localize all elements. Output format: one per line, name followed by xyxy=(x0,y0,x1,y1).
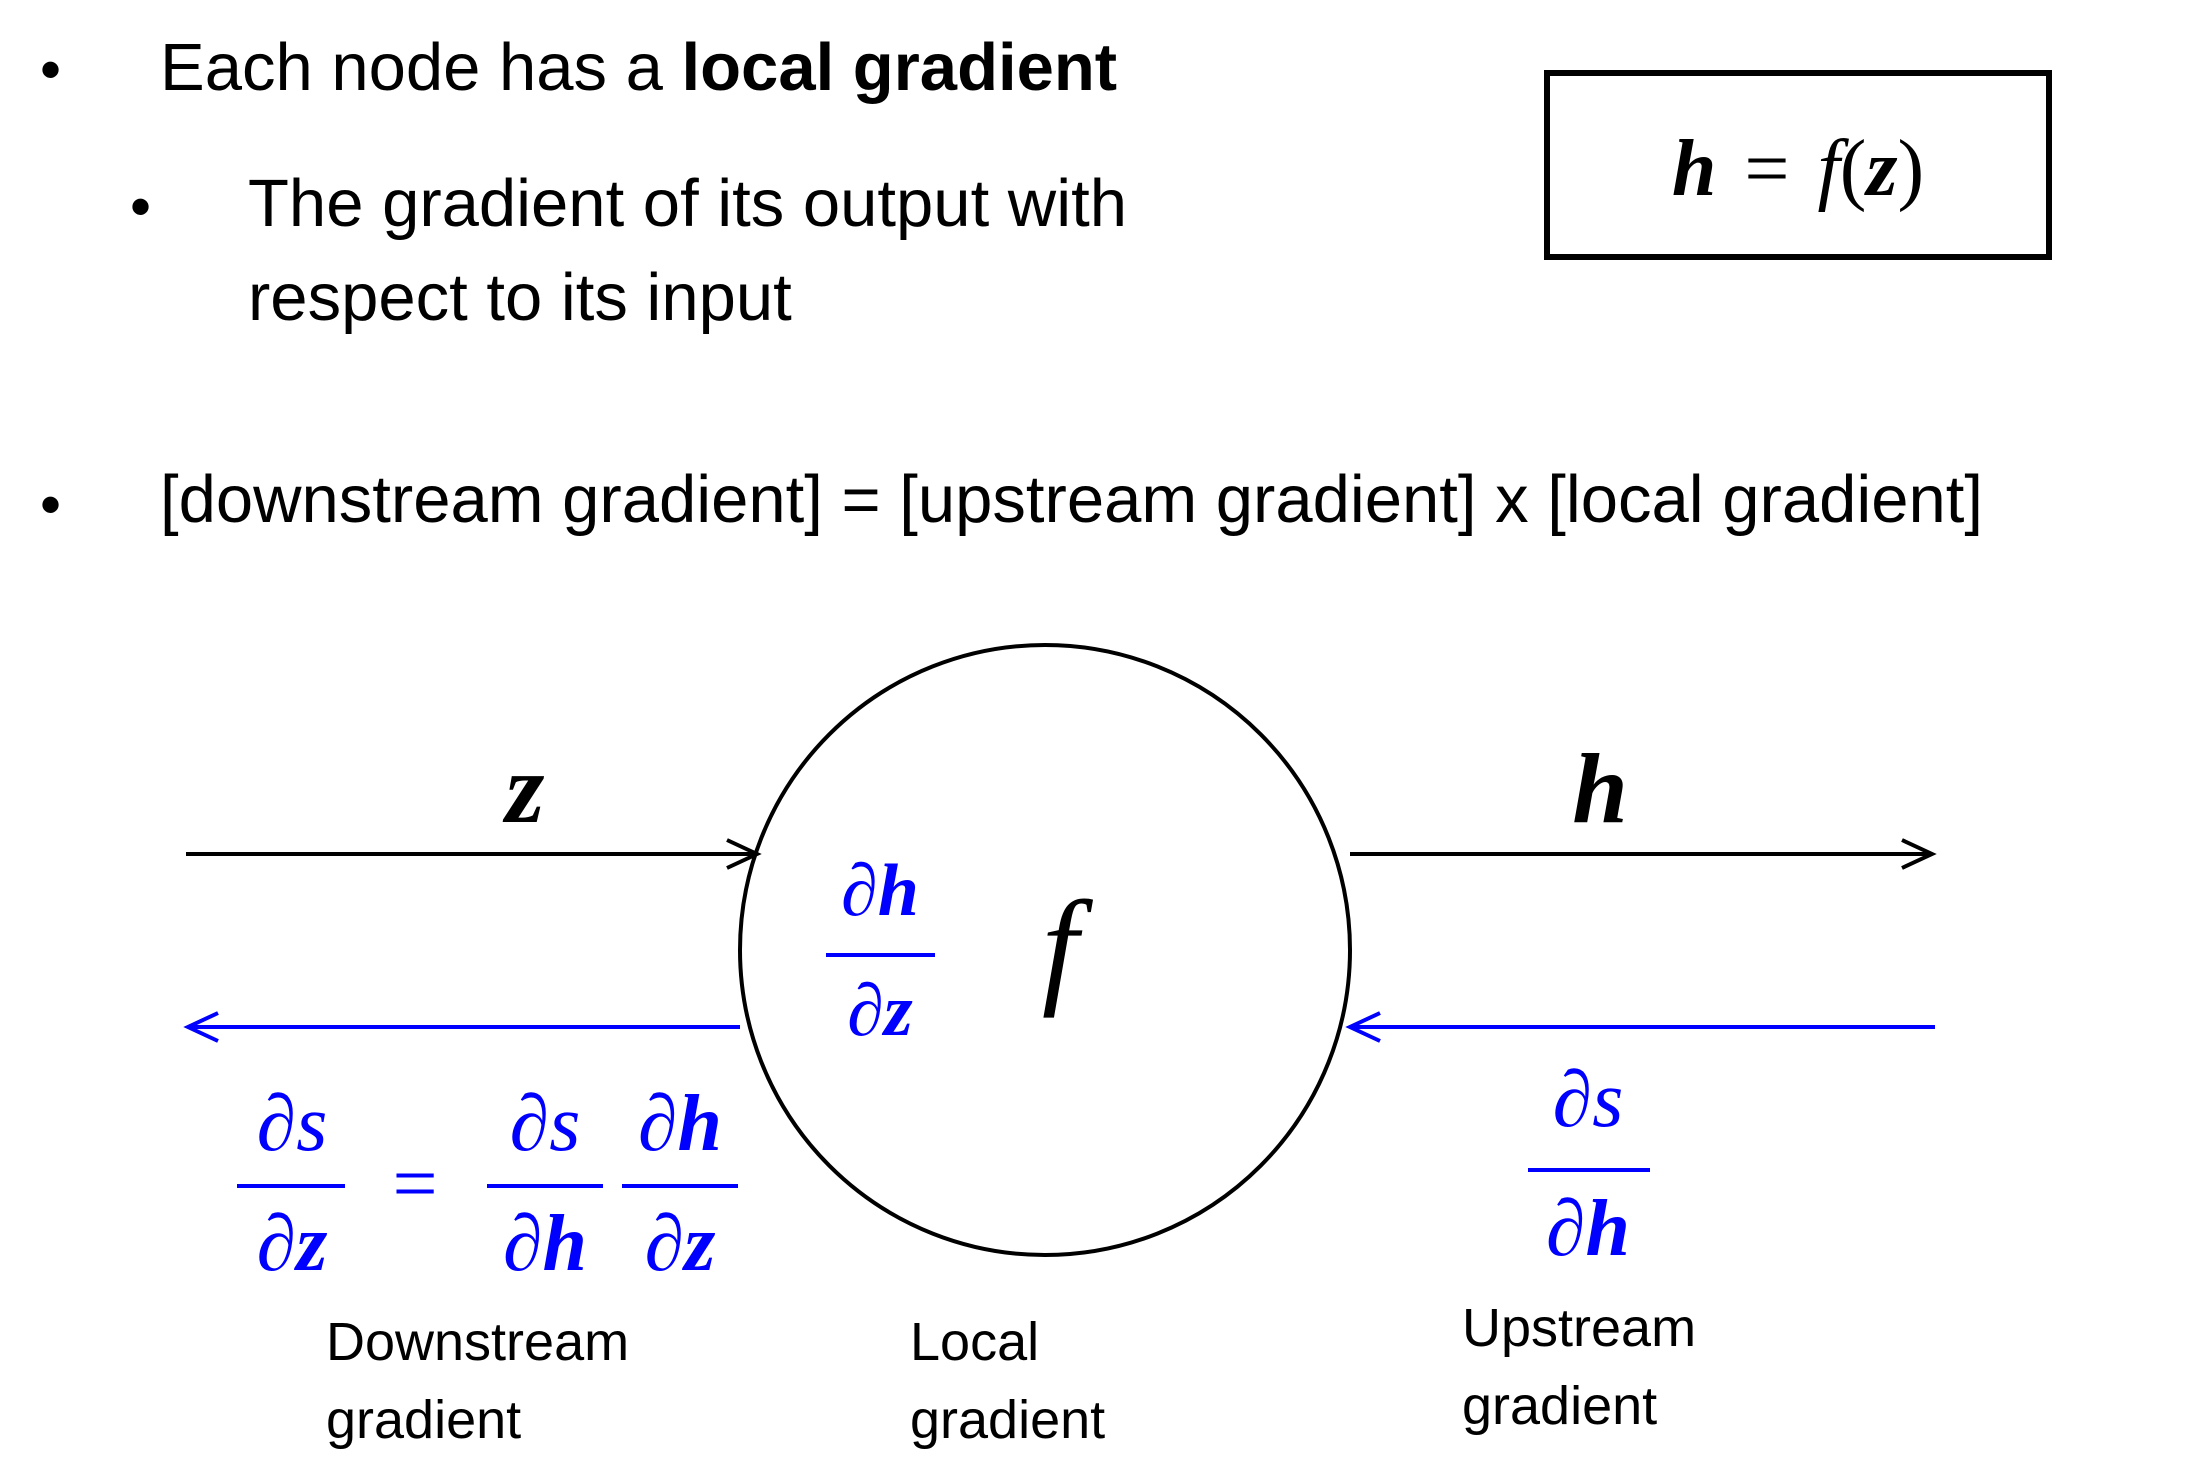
eq-equals: = xyxy=(1744,125,1790,213)
svg-text:∂h: ∂h xyxy=(1546,1185,1630,1273)
down-lhs-num-d: ∂ xyxy=(257,1080,297,1168)
bullet-1-prefix: Each node has a xyxy=(160,30,682,105)
down-f2-num-var: h xyxy=(678,1080,723,1168)
local-num-var: h xyxy=(878,850,919,932)
bullet-dot-2: • xyxy=(40,471,62,538)
down-f1-num-var: s xyxy=(549,1080,580,1168)
downstream-gradient-arrow xyxy=(183,1011,740,1043)
svg-text:∂z: ∂z xyxy=(847,970,913,1052)
caption-local-line-2: gradient xyxy=(910,1390,1106,1450)
svg-text:∂z: ∂z xyxy=(257,1200,328,1288)
up-num-var: s xyxy=(1592,1056,1623,1144)
bullet-dot-1: • xyxy=(40,36,62,103)
equation-box: h = f(z) xyxy=(1544,70,2052,260)
svg-text:∂h: ∂h xyxy=(638,1080,722,1168)
eq-open-paren: ( xyxy=(1839,125,1867,213)
node-function-f: f xyxy=(1042,875,1094,1019)
down-lhs-den-var: z xyxy=(293,1200,327,1288)
input-label-z: z xyxy=(503,733,545,844)
down-f2-den-var: z xyxy=(681,1200,715,1288)
svg-text:∂h: ∂h xyxy=(841,850,919,932)
node-circle xyxy=(738,643,1352,1257)
forward-output-arrow xyxy=(1350,838,1937,870)
forward-input-arrow xyxy=(186,838,762,870)
down-lhs-num-var: s xyxy=(296,1080,327,1168)
down-f2-den-d: ∂ xyxy=(645,1200,685,1288)
svg-text:∂h: ∂h xyxy=(503,1200,587,1288)
downstream-gradient-equation: ∂s ∂z = ∂s ∂h ∂h ∂z xyxy=(237,1080,738,1288)
down-lhs-den-d: ∂ xyxy=(257,1200,297,1288)
down-f1-num-d: ∂ xyxy=(510,1080,550,1168)
up-den-d: ∂ xyxy=(1546,1185,1586,1273)
bullet-2: [downstream gradient] = [upstream gradie… xyxy=(160,462,1984,537)
eq-arg: z xyxy=(1866,125,1898,213)
sub-bullet-line-1: The gradient of its output with xyxy=(248,166,1127,241)
down-f1-den-var: h xyxy=(543,1200,588,1288)
local-den-d: ∂ xyxy=(847,970,884,1052)
upstream-gradient-fraction: ∂s ∂h xyxy=(1528,1056,1650,1273)
local-den-var: z xyxy=(881,970,913,1052)
caption-upstream-line-1: Upstream xyxy=(1462,1298,1697,1358)
bullet-dot-1a: • xyxy=(130,173,152,240)
up-num-d: ∂ xyxy=(1553,1056,1593,1144)
svg-text:∂s: ∂s xyxy=(1553,1056,1624,1144)
down-equals: = xyxy=(392,1140,437,1228)
bullet-1-bold: local gradient xyxy=(681,30,1118,105)
caption-upstream-line-2: gradient xyxy=(1462,1376,1658,1436)
svg-text:∂z: ∂z xyxy=(645,1200,716,1288)
equation-h-equals-f-z: h = f(z) xyxy=(1550,124,2046,214)
bullet-1: Each node has a local gradient xyxy=(160,22,1117,114)
eq-close-paren: ) xyxy=(1897,125,1925,213)
eq-lhs: h xyxy=(1671,125,1717,213)
up-den-var: h xyxy=(1586,1185,1631,1273)
caption-downstream-line-1: Downstream xyxy=(326,1312,630,1372)
output-label-h: h xyxy=(1572,733,1628,844)
svg-text:∂s: ∂s xyxy=(510,1080,581,1168)
sub-bullet-line-2: respect to its input xyxy=(248,260,792,335)
upstream-gradient-arrow xyxy=(1345,1011,1935,1043)
svg-text:∂s: ∂s xyxy=(257,1080,328,1168)
caption-local-line-1: Local xyxy=(910,1312,1040,1372)
caption-downstream-line-2: gradient xyxy=(326,1390,522,1450)
local-gradient-fraction: ∂h ∂z xyxy=(826,850,935,1052)
down-f1-den-d: ∂ xyxy=(503,1200,543,1288)
local-num-d: ∂ xyxy=(841,850,878,932)
eq-func: f xyxy=(1817,125,1840,213)
down-f2-num-d: ∂ xyxy=(638,1080,678,1168)
